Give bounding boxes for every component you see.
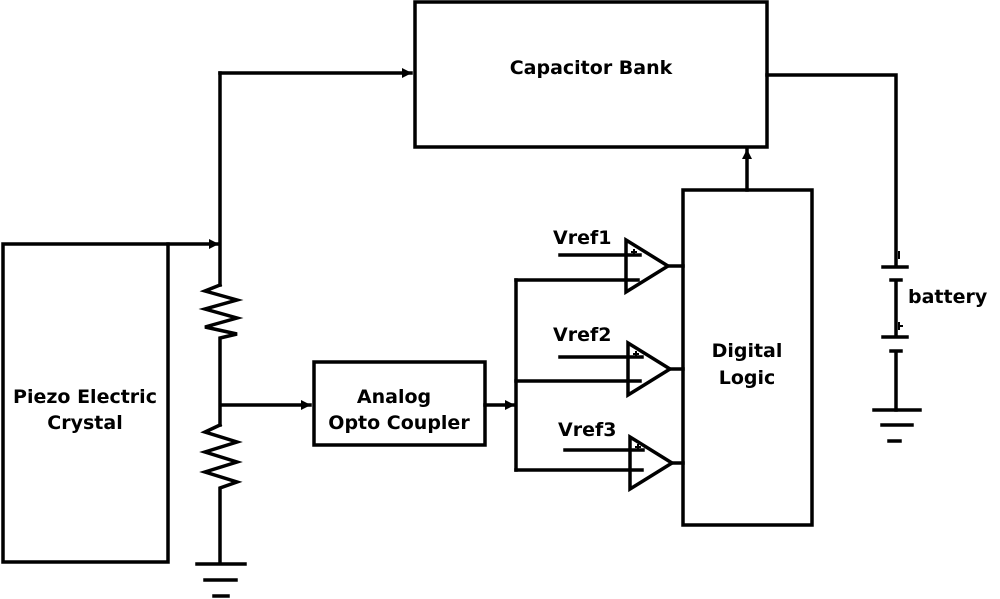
battery-icon [881, 251, 909, 412]
resistor-bottom-icon [199, 422, 243, 565]
piezo-label-line2: Crystal [47, 412, 122, 434]
capacitor-bank-block: Capacitor Bank [413, 0, 769, 149]
opto-label-line2: Opto Coupler [328, 412, 470, 434]
logic-label-line1: Digital [712, 340, 783, 362]
vref3-label: Vref3 [558, 419, 616, 441]
opto-coupler-block: Analog Opto Coupler [312, 360, 487, 447]
wires [166, 68, 898, 598]
capacitor-bank-label: Capacitor Bank [510, 57, 673, 79]
capacitor-to-battery-wire [765, 73, 898, 268]
comparator-inputs [514, 278, 644, 472]
vref2-label: Vref2 [553, 324, 611, 346]
resistor-top-icon [198, 282, 244, 427]
plus-icon [631, 249, 637, 255]
digital-logic-block: Digital Logic [681, 188, 814, 527]
plus-icon [635, 444, 641, 450]
piezo-label-line1: Piezo Electric [13, 386, 157, 408]
comparator-2 [558, 339, 685, 399]
ground-left-icon [195, 562, 247, 598]
comparator-3 [563, 433, 685, 493]
ground-right-icon [872, 408, 922, 443]
plus-icon [633, 351, 639, 357]
vref1-label: Vref1 [553, 227, 611, 249]
piezo-crystal-block: Piezo Electric Crystal [1, 242, 170, 564]
opto-label-line1: Analog [357, 386, 431, 408]
battery-label: battery [908, 286, 988, 308]
comparator-1 [558, 236, 685, 296]
logic-label-line2: Logic [719, 367, 776, 389]
